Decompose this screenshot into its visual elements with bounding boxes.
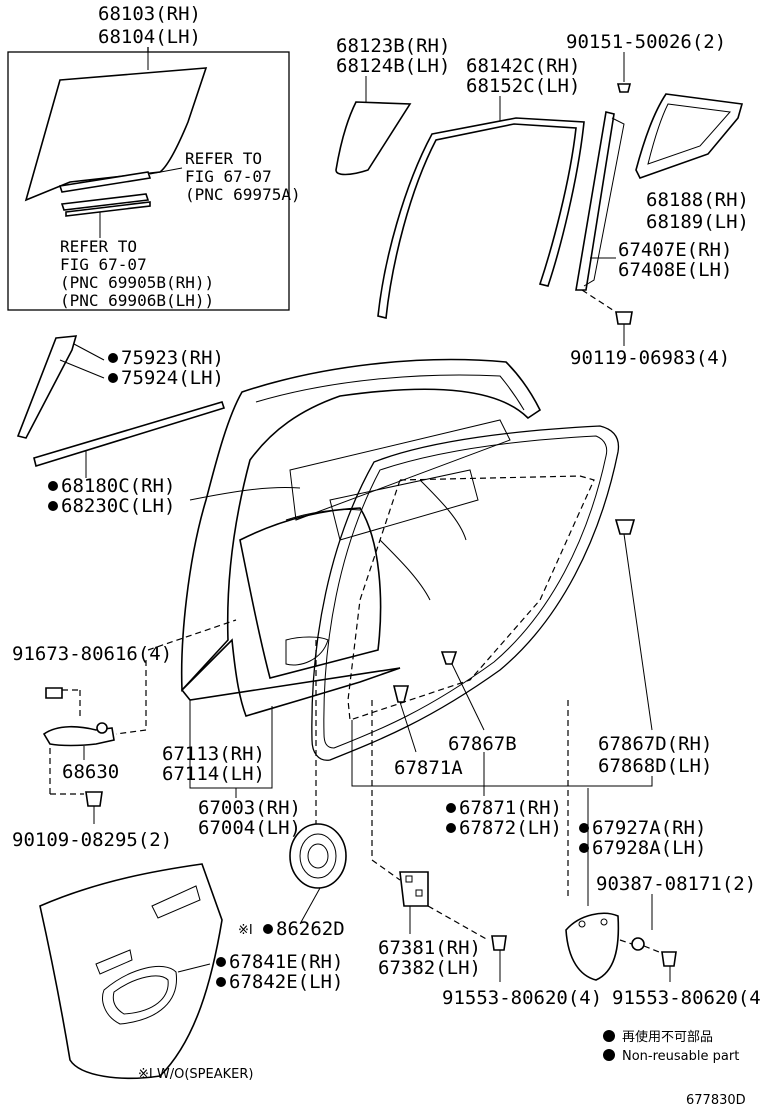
bolt-division-bar [615, 311, 633, 325]
refer-run-1: REFER TO [185, 149, 262, 168]
label-belt-molding-rh: 68180C(RH) [61, 475, 175, 497]
label-clip-left: 67871A [394, 757, 463, 779]
footnote-speaker: ※I W/O(SPEAKER) [138, 1067, 253, 1082]
service-cover-rh-dot [216, 957, 226, 967]
label-check: 68630 [62, 761, 119, 783]
garnish-rh-nonreusable-dot [108, 353, 118, 363]
label-clip-cover: 90387-08171(2) [596, 873, 756, 895]
label-garnish-lh: 75924(LH) [121, 367, 224, 389]
label-screw-cover: 91553-80620(4) [612, 987, 760, 1009]
label-quarter-glass-lh: 68124B(LH) [336, 55, 450, 77]
belt-molding-rh-dot [48, 481, 58, 491]
label-quarter-glass-rh: 68123B(RH) [336, 35, 450, 57]
glass-run-strip [58, 171, 152, 193]
label-screw-top: 90151-50026(2) [566, 31, 726, 53]
run-channel [377, 117, 585, 319]
label-cover-rh: 67927A(RH) [592, 817, 706, 839]
screw-lock [491, 935, 507, 951]
weatherstrip-clip [440, 651, 458, 665]
label-speaker-prefix: ※I [238, 923, 253, 938]
legend-dot-1 [603, 1030, 615, 1042]
screw-cover [661, 951, 677, 967]
lower-cover [565, 912, 620, 981]
label-glass-lh: 68104(LH) [98, 26, 201, 48]
push-clip-right [614, 519, 636, 535]
label-glass-rh: 68103(RH) [98, 3, 201, 25]
bolt-hinge [45, 687, 63, 699]
refer-weather-4: (PNC 69906B(LH)) [60, 291, 214, 310]
screw-top [616, 83, 632, 93]
refer-weather-2: FIG 67-07 [60, 255, 147, 274]
label-cover-lh: 67928A(LH) [592, 837, 706, 859]
label-run-channel-rh: 68142C(RH) [466, 55, 580, 77]
bolt-check [85, 791, 103, 807]
speaker [289, 823, 347, 889]
weatherstrip-set-rh-dot [446, 803, 456, 813]
label-lock-lh: 67382(LH) [378, 957, 481, 979]
door-lock [399, 871, 429, 907]
label-quarter-frame-rh: 68188(RH) [646, 189, 749, 211]
figure-id: 677830D [686, 1093, 746, 1108]
quarter-glass [335, 101, 412, 176]
label-door-hinge-rh: 67113(RH) [162, 743, 265, 765]
glass-run-strip-2 [60, 193, 150, 211]
label-weatherstrip-b: 67867B [448, 733, 517, 755]
label-bolt-hinge: 91673-80616(4) [12, 643, 172, 665]
legend-dot-2 [603, 1049, 615, 1061]
refer-weather-3: (PNC 69905B(RH)) [60, 273, 214, 292]
label-bolt-check: 90109-08295(2) [12, 829, 172, 851]
label-run-channel-lh: 68152C(LH) [466, 75, 580, 97]
label-door-panel-rh: 67003(RH) [198, 797, 301, 819]
clip-67871a [392, 685, 410, 703]
belt-molding [33, 401, 226, 468]
rear-door-panel [180, 358, 542, 717]
label-quarter-frame-lh: 68189(LH) [646, 211, 749, 233]
glass-inset-box: 68103(RH) 68104(LH) REFER TO FIG 67-07 (… [7, 3, 301, 311]
label-weatherstrip-set-rh: 67871(RH) [459, 797, 562, 819]
label-screw-lock: 91553-80620(4) [442, 987, 602, 1009]
label-weatherstrip-set-lh: 67872(LH) [459, 817, 562, 839]
label-lock-rh: 67381(RH) [378, 937, 481, 959]
legend-line-1: 再使用不可部品 [622, 1029, 713, 1045]
cover-lh-dot [579, 843, 589, 853]
label-belt-molding-lh: 68230C(LH) [61, 495, 175, 517]
label-door-panel-lh: 67004(LH) [198, 817, 301, 839]
label-bolt-division: 90119-06983(4) [570, 347, 730, 369]
label-weatherstrip-d-rh: 67867D(RH) [598, 733, 712, 755]
quarter-window-frame [635, 93, 744, 179]
label-division-bar-rh: 67407E(RH) [618, 239, 732, 261]
door-weatherstrip [311, 425, 620, 761]
refer-weather-1: REFER TO [60, 237, 137, 256]
door-check [42, 725, 115, 747]
label-speaker: 86262D [276, 918, 345, 940]
refer-run-3: (PNC 69975A) [185, 185, 301, 204]
garnish-lh-nonreusable-dot [108, 373, 118, 383]
cover-rh-dot [579, 823, 589, 833]
legend-line-2: Non-reusable part [622, 1049, 739, 1064]
rear-door-garnish [16, 335, 78, 439]
weatherstrip-set-lh-dot [446, 823, 456, 833]
label-garnish-rh: 75923(RH) [121, 347, 224, 369]
glass-run-strip-3 [65, 201, 151, 217]
belt-molding-lh-dot [48, 501, 58, 511]
speaker-nonreusable-dot [263, 924, 273, 934]
label-weatherstrip-d-lh: 67868D(LH) [598, 755, 712, 777]
label-service-cover-rh: 67841E(RH) [229, 951, 343, 973]
label-service-cover-lh: 67842E(LH) [229, 971, 343, 993]
label-door-hinge-lh: 67114(LH) [162, 763, 265, 785]
service-cover-lh-dot [216, 977, 226, 987]
clip-cover [631, 937, 645, 951]
label-division-bar-lh: 67408E(LH) [618, 259, 732, 281]
refer-run-2: FIG 67-07 [185, 167, 272, 186]
division-bar [575, 111, 615, 291]
service-hole-cover [39, 863, 223, 1080]
